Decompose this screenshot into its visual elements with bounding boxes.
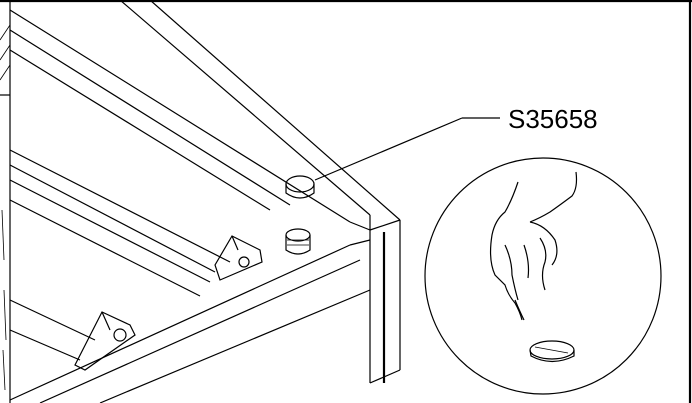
corner-bracket-upper bbox=[214, 235, 263, 281]
rear-rail bbox=[9, 149, 231, 361]
cam-cap-top bbox=[285, 175, 315, 199]
cap-in-detail bbox=[529, 340, 575, 363]
corner-bracket-lower bbox=[74, 311, 136, 371]
left-edge-remnant bbox=[0, 24, 11, 391]
front-rail bbox=[9, 239, 371, 403]
detail-circle bbox=[424, 157, 662, 395]
cabinet-top-panel bbox=[9, 0, 401, 384]
callout-leader bbox=[314, 117, 500, 181]
part-number-label: S35658 bbox=[508, 104, 598, 134]
cam-lock-fitting bbox=[285, 228, 311, 255]
hand-inserting-cap-icon bbox=[489, 171, 578, 321]
